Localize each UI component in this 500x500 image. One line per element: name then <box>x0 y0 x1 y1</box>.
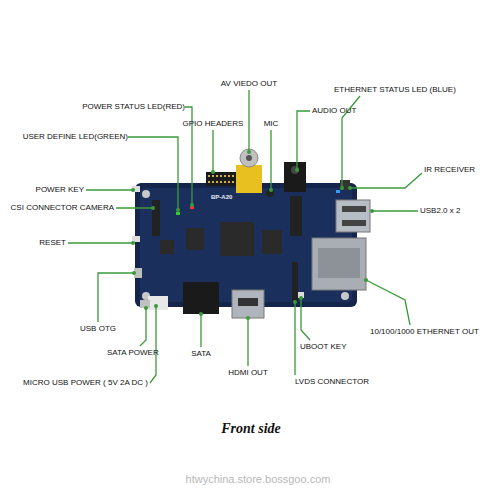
csi-connector <box>152 200 160 236</box>
av-jack-hole <box>246 155 252 161</box>
led-green <box>176 212 180 215</box>
callout-label: CSI CONNECTOR CAMERA <box>11 204 114 212</box>
usb-slot <box>342 220 366 226</box>
callout-label: IR RECEIVER <box>424 166 475 174</box>
ethernet-face <box>318 248 360 278</box>
usb-port <box>336 200 370 232</box>
lvds-connector <box>292 262 298 302</box>
leader-dots <box>131 150 374 320</box>
sata <box>183 282 219 314</box>
callout-label: USER DEFINE LED(GREEN) <box>23 133 128 141</box>
soc <box>220 222 254 256</box>
callout-label: HDMI OUT <box>228 369 268 377</box>
hdmi-slot <box>238 298 258 306</box>
pins <box>208 175 234 183</box>
usb-slot <box>342 206 366 212</box>
ram <box>186 228 204 250</box>
hole <box>142 190 150 198</box>
ethernet-jack <box>312 238 366 290</box>
callout-label: RESET <box>39 239 66 247</box>
callout-label: MIC <box>264 120 279 128</box>
callout-label: UBOOT KEY <box>300 343 347 351</box>
callout-label: SATA <box>191 350 211 358</box>
av-jack <box>236 165 262 193</box>
watermark: htwychina.store.bossgoo.com <box>186 474 331 485</box>
power-key <box>132 186 140 192</box>
callout-label: MICRO USB POWER ( 5V 2A DC ) <box>23 379 148 387</box>
callout-label: USB2.0 x 2 <box>420 207 460 215</box>
av-jack-tip <box>240 149 258 167</box>
callout-label: SATA POWER <box>107 349 159 357</box>
callout-label: ETHERNET STATUS LED (BLUE) <box>334 86 456 94</box>
connector <box>290 196 302 236</box>
callout-label: AUDIO OUT <box>312 107 356 115</box>
chip <box>160 240 174 254</box>
gpio-header <box>206 172 236 186</box>
hole <box>341 292 349 300</box>
audio-jack <box>284 162 306 192</box>
hdmi-port <box>232 290 264 318</box>
audio-hole <box>291 166 299 174</box>
mic <box>266 189 274 197</box>
callout-label: USB OTG <box>80 325 116 333</box>
board-silkscreen: BP-A20 <box>211 194 232 200</box>
caption: Front side <box>221 421 281 437</box>
callout-label: POWER KEY <box>36 186 84 194</box>
ram <box>262 230 282 254</box>
led-blue <box>336 190 340 193</box>
callout-label: POWER STATUS LED(RED) <box>82 103 185 111</box>
callout-label: 10/100/1000 ETHERNET OUT <box>370 328 479 336</box>
callout-label: LVDS CONNECTOR <box>295 378 369 386</box>
sata-power <box>148 296 168 310</box>
callout-label: AV VIEDO OUT <box>221 80 277 88</box>
callout-label: GPIO HEADERS <box>183 120 244 128</box>
